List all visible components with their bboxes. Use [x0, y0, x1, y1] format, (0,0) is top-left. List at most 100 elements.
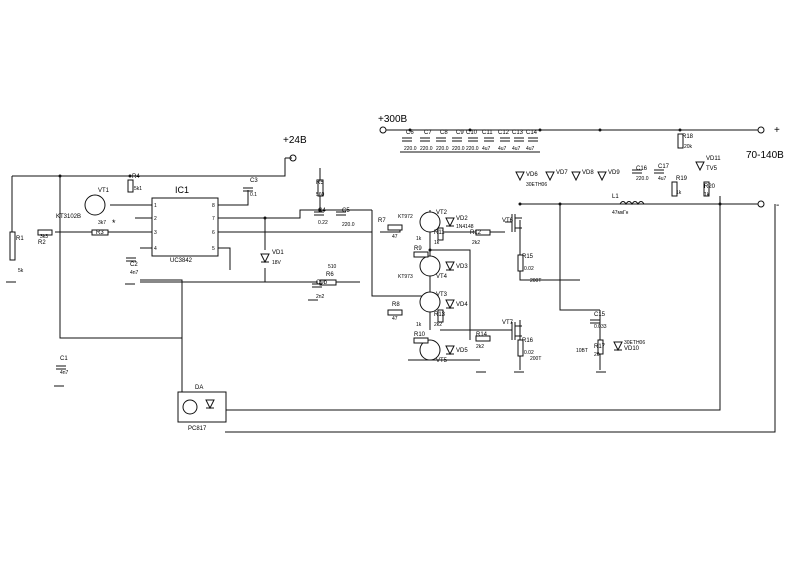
ic1-pin-8: 8: [212, 203, 215, 209]
r10-name: R10: [414, 332, 426, 338]
c4-name: C4: [318, 208, 326, 214]
c9-name: C9: [456, 130, 464, 136]
l1-value: 47мкГн: [612, 210, 629, 216]
note-200t-lower: 200T: [530, 356, 541, 362]
vt2-name: VT2: [436, 210, 448, 216]
vd2-value: 1N4148: [456, 224, 474, 230]
note-star: *: [112, 218, 116, 228]
r3-value: 3k7: [98, 220, 106, 226]
r18-value: 20k: [684, 144, 693, 150]
r19-body: [671, 181, 678, 197]
r5-name: R5: [316, 180, 324, 186]
c7-symbol: [420, 137, 430, 142]
c16-name: C16: [636, 166, 648, 172]
c13-symbol: [514, 137, 524, 142]
r6-value: 510: [328, 264, 337, 270]
c11-value: 4u7: [482, 146, 491, 152]
c1-value: 4n7: [60, 370, 69, 376]
r3-body: [91, 229, 109, 236]
vt1-icon: [84, 194, 106, 216]
r8-value: 47: [392, 316, 398, 322]
r3-name: R3: [96, 230, 104, 236]
vt1-name: VT1: [98, 188, 110, 194]
c16-value: 220.0: [636, 176, 649, 182]
c8-name: C8: [440, 130, 448, 136]
vd1-value: 18V: [272, 260, 282, 266]
r14-name: R14: [476, 332, 488, 338]
label-output-minus: -: [776, 200, 779, 211]
r14-value: 2k2: [476, 344, 484, 350]
c1-name: C1: [60, 356, 68, 362]
c16-symbol: [632, 169, 642, 174]
r6-body: [319, 279, 337, 286]
opto-led-icon: [205, 399, 215, 410]
ic1-pin-1: 1: [154, 203, 157, 209]
optocoupler-part: PC817: [188, 426, 207, 432]
vd10-value: 30ETH06: [624, 340, 645, 346]
r5-body: [317, 179, 324, 197]
r1-value: 5k: [18, 268, 24, 274]
r17-name: R17: [594, 344, 606, 350]
c12-symbol: [500, 137, 510, 142]
r9-value: 1k: [416, 236, 422, 242]
vd1-icon: [260, 253, 270, 264]
r4-body: [127, 179, 134, 193]
ic1-pin-4: 4: [154, 246, 157, 252]
l1-name: L1: [612, 194, 619, 200]
label-plus24v: +24В: [283, 135, 307, 146]
vd11-name: VD11: [706, 156, 721, 162]
vt6-name: VT6: [502, 218, 514, 224]
vd4-icon: [445, 299, 455, 310]
r20-body: [703, 181, 710, 197]
r10-value: 1k: [416, 322, 422, 328]
c10-value: 220.0: [466, 146, 479, 152]
c15-symbol: [590, 319, 600, 324]
terminal-out-minus: [757, 200, 765, 208]
c11-name: C11: [482, 130, 493, 136]
r7-value: 47: [392, 234, 398, 240]
terminal-300v: [379, 126, 387, 134]
transistors: VT1 KT3102B VT2 KT972 VT4 KT973 VT3 VT5 …: [56, 188, 522, 364]
label-output-range: 70-140В: [746, 150, 784, 161]
ic1-pin-5: 5: [212, 246, 215, 252]
r17-value: 20: [594, 352, 600, 358]
c14-value: 4u7: [526, 146, 535, 152]
c9-symbol: [452, 137, 462, 142]
vt5-icon: [419, 339, 441, 361]
opto-transistor-icon: [182, 399, 198, 415]
c12-value: 4u7: [498, 146, 507, 152]
r8-body: [387, 309, 403, 316]
optocoupler-name: DA: [195, 385, 203, 391]
r19-name: R19: [676, 176, 688, 182]
c13-value: 4u7: [512, 146, 521, 152]
c7-name: C7: [424, 130, 432, 136]
r1-body: [9, 231, 16, 261]
tv5-name: TV5: [706, 166, 718, 172]
vd2-icon: [445, 217, 455, 228]
r13-name: R13: [434, 312, 446, 318]
r15-value: 0.02: [524, 266, 534, 272]
vd5-icon: [445, 345, 455, 356]
r20-value: 1k: [704, 192, 710, 198]
c2-value: 4n7: [130, 270, 139, 276]
ic1-pin-2: 2: [154, 216, 157, 222]
c3-name: C3: [250, 178, 258, 184]
terminal-out-plus: [757, 126, 765, 134]
c11-symbol: [484, 137, 494, 142]
vd6-value: 30ETH06: [526, 182, 547, 188]
c1-symbol: [56, 365, 66, 370]
c6-symbol: [402, 137, 412, 142]
c17-name: C17: [658, 164, 670, 170]
vt3-name: VT3: [436, 292, 448, 298]
r7-name: R7: [378, 218, 386, 224]
c4-value: 0.22: [318, 220, 328, 226]
r2-body: [37, 229, 53, 236]
c6-value: 220.0: [404, 146, 417, 152]
c5-name: C5: [342, 208, 350, 214]
vd1-name: VD1: [272, 250, 284, 256]
r15-name: R15: [522, 254, 534, 260]
c9b-value: 2n2: [316, 294, 325, 300]
c4-symbol: [314, 211, 324, 216]
r1-name: R1: [16, 236, 24, 242]
